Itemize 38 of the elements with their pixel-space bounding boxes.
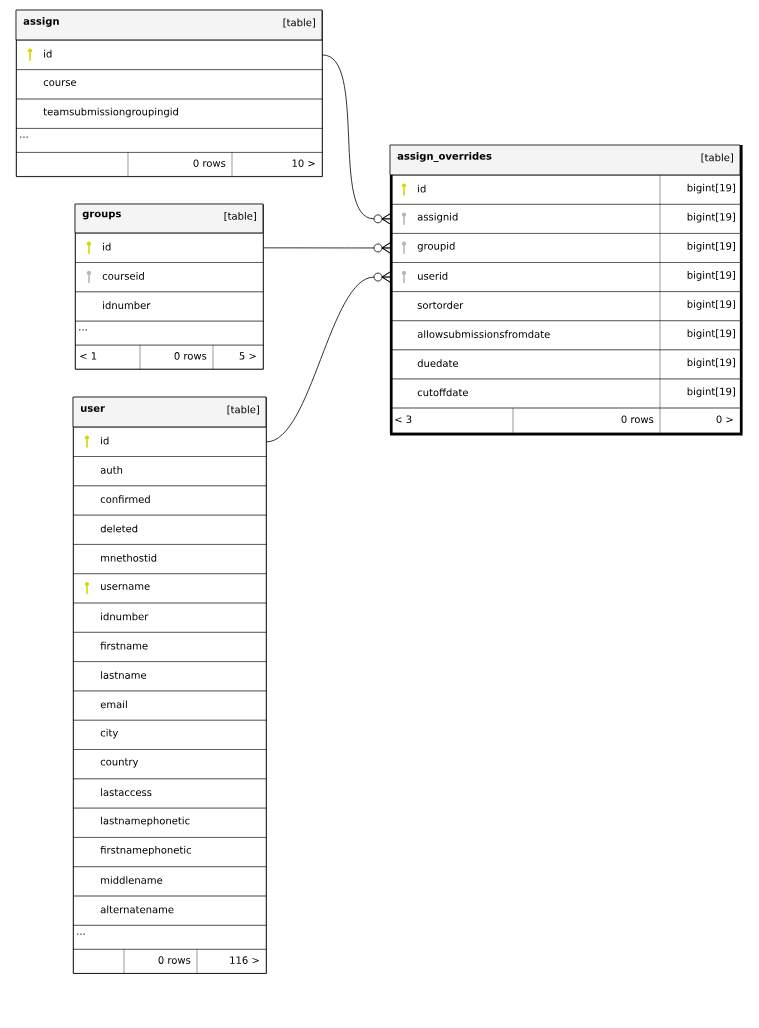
table-footer: < 1 0 rows 5 >	[75, 344, 264, 370]
column-row: allowsubmissionsfromdate bigint[19]	[390, 320, 741, 350]
column-row: country	[73, 749, 267, 779]
table-footer: 0 rows 10 >	[16, 152, 323, 177]
ellipsis-row: ...	[16, 128, 323, 153]
column-row: assignid bigint[19]	[390, 203, 741, 234]
column-row: email	[73, 690, 267, 721]
column-row: sortorder bigint[19]	[390, 291, 741, 321]
column-row: middlename	[73, 866, 267, 897]
column-row: userid bigint[19]	[390, 262, 741, 292]
table-footer: 0 rows 116 >	[73, 948, 267, 974]
column-row: mnethostid	[73, 544, 267, 574]
column-row: username	[73, 573, 267, 604]
column-row: id	[73, 427, 267, 457]
column-row: duedate bigint[19]	[390, 349, 741, 380]
column-row: firstnamephonetic	[73, 837, 267, 867]
column-row: idnumber	[73, 602, 267, 633]
column-row: confirmed	[73, 485, 267, 516]
column-row: id	[16, 40, 323, 70]
column-row: id	[75, 233, 264, 263]
column-row: cutoffdate bigint[19]	[390, 378, 741, 409]
column-row: courseid	[75, 262, 264, 292]
column-row: idnumber	[75, 291, 264, 322]
column-row: lastname	[73, 661, 267, 692]
column-row: course	[16, 69, 323, 100]
column-row: lastnamephonetic	[73, 807, 267, 838]
column-row: lastaccess	[73, 778, 267, 809]
ellipsis-row: ...	[75, 320, 264, 346]
column-row: auth	[73, 456, 267, 486]
column-row: id bigint[19]	[390, 174, 741, 205]
table-footer: < 3 0 rows 0 >	[390, 407, 741, 434]
column-row: deleted	[73, 514, 267, 545]
column-row: city	[73, 720, 267, 750]
column-row: groupid bigint[19]	[390, 233, 741, 263]
ellipsis-row: ...	[73, 925, 267, 950]
column-row: teamsubmissiongroupingid	[16, 98, 323, 129]
column-row: alternatename	[73, 895, 267, 926]
column-row: firstname	[73, 632, 267, 662]
